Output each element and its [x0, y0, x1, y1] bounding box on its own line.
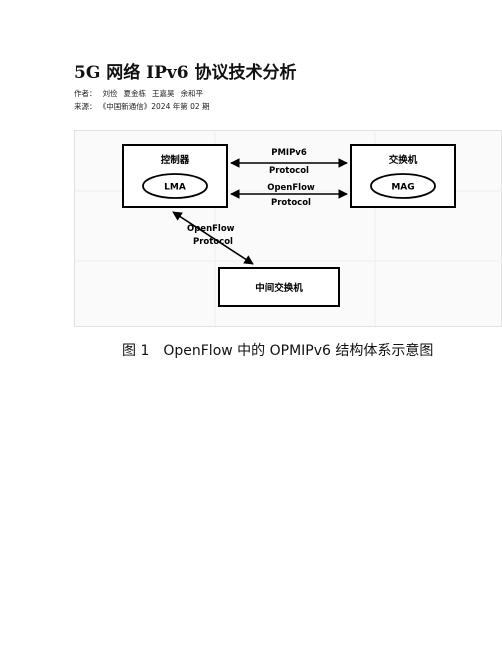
lma-label: LMA: [164, 183, 186, 193]
authors-line: 作者： 刘俭夏金栋王嘉昊余和平: [74, 88, 209, 99]
architecture-diagram: 控制器 LMA 交换机 MAG 中间交换机 PMIPv6 Protocol Op…: [75, 131, 502, 328]
openflow-side-label-line1: OpenFlow: [187, 224, 235, 234]
author-name: 刘俭: [102, 89, 118, 98]
figure-caption-text: OpenFlow 中的 OPMIPv6 结构体系示意图: [163, 343, 434, 359]
author-name: 夏金栋: [123, 89, 147, 98]
pmipv6-label-line2: Protocol: [269, 166, 309, 176]
openflow-side-arrow: [172, 211, 254, 265]
switch-label: 交换机: [389, 154, 418, 166]
middle-switch-box: [218, 267, 340, 307]
openflow-top-label-line1: OpenFlow: [267, 183, 315, 193]
figure-number: 图 1: [122, 343, 150, 359]
controller-label: 控制器: [161, 154, 190, 166]
source-label: 来源：: [74, 102, 97, 111]
architecture-figure: 控制器 LMA 交换机 MAG 中间交换机 PMIPv6 Protocol Op…: [74, 130, 502, 328]
author-name: 王嘉昊: [152, 89, 175, 98]
source-line: 来源： 《中国新通信》2024 年第 02 期: [74, 101, 216, 112]
lma-ellipse: [142, 173, 208, 199]
authors-label: 作者：: [74, 89, 97, 98]
figure-caption: 图 1 OpenFlow 中的 OPMIPv6 结构体系示意图: [122, 340, 433, 360]
author-name: 余和平: [180, 89, 204, 98]
openflow-top-label-line2: Protocol: [271, 198, 311, 208]
pmipv6-label-line1: PMIPv6: [271, 148, 307, 158]
mag-label: MAG: [391, 183, 414, 193]
openflow-side-label-line2: Protocol: [193, 237, 233, 247]
source-value: 《中国新通信》2024 年第 02 期: [102, 102, 210, 111]
paper-title: 5G 网络 IPv6 协议技术分析: [74, 63, 297, 83]
middle-switch-label: 中间交换机: [255, 282, 303, 294]
mag-ellipse: [370, 173, 436, 199]
